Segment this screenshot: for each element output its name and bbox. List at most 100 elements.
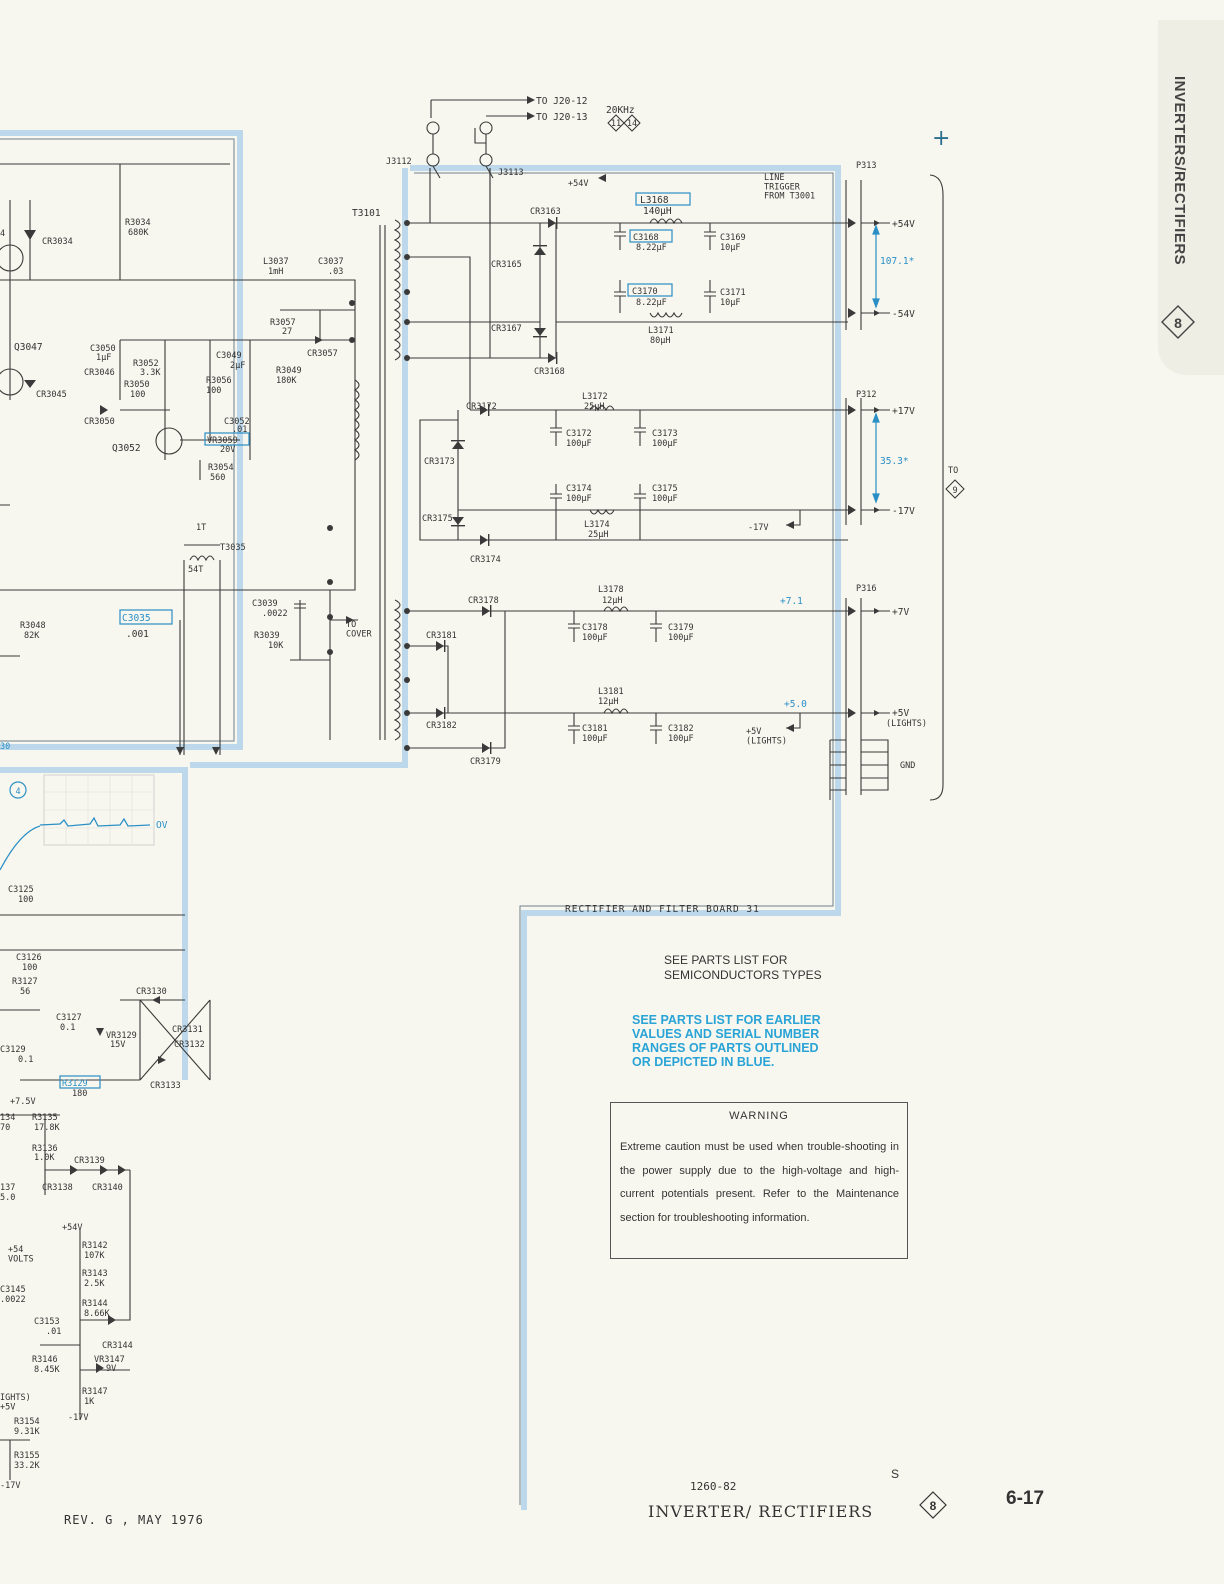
cr3133-label: CR3133	[150, 1081, 181, 1091]
c3173-value: 100μF	[652, 439, 678, 449]
r3142-label: R3142	[82, 1241, 108, 1251]
r3135-value: 17.8K	[34, 1123, 60, 1133]
parts-list-note: SEE PARTS LIST FOR SEMICONDUCTORS TYPES	[664, 953, 822, 982]
board-name: RECTIFIER AND FILTER BOARD 31	[565, 904, 760, 915]
freq-label: 20KHz	[606, 105, 635, 116]
transistors	[0, 244, 183, 455]
r3034-label: R3034	[125, 218, 151, 228]
c3178-label: C3178	[582, 623, 608, 633]
c3037-value: .03	[328, 267, 343, 277]
r3146-label: R3146	[32, 1355, 58, 1365]
c3181-value: 100μF	[582, 734, 608, 744]
r3147-label: R3147	[82, 1387, 108, 1397]
r3143-label: R3143	[82, 1269, 108, 1279]
vr3147-value: 9V	[106, 1364, 116, 1374]
l3178-value: 12μH	[602, 596, 622, 606]
r3137-value: 5.0	[0, 1193, 15, 1203]
r3050-value: 100	[130, 390, 145, 400]
top-badges: 11 14 9 8	[607, 114, 965, 1519]
c3153-value: .01	[46, 1327, 61, 1337]
c3171-label: C3171	[720, 288, 746, 298]
cr3179-label: CR3179	[470, 757, 501, 767]
c3174-label: C3174	[566, 484, 592, 494]
r3039-value: 10K	[268, 641, 284, 651]
c3037-label: C3037	[318, 257, 344, 267]
c3172-value: 100μF	[566, 439, 592, 449]
l3172-value: 25μH	[584, 402, 604, 412]
v54-measured: 107.1*	[880, 256, 914, 267]
t3035-primary: 1T	[196, 523, 206, 533]
cr3165-label: CR3165	[491, 260, 522, 270]
plus54-internal: +54V	[568, 179, 588, 189]
c3175-value: 100μF	[652, 494, 678, 504]
r3137-label: 137	[0, 1183, 15, 1193]
measurement-arrows	[872, 224, 880, 504]
to-j20-13: TO J20-13	[536, 112, 587, 123]
c3170-value: 8.22μF	[636, 298, 667, 308]
labels: TO J20-12 TO J20-13 20KHz J3112 J3113 T3…	[0, 96, 958, 1491]
num-30: 30	[0, 742, 10, 752]
j3113-label: J3113	[498, 168, 524, 178]
r3129-value: 180	[72, 1089, 87, 1099]
warning-box: WARNING Extreme caution must be used whe…	[610, 1102, 908, 1259]
cr3034-label: CR3034	[42, 237, 73, 247]
r3039-label: R3039	[254, 631, 280, 641]
r3057-label: R3057	[270, 318, 296, 328]
c3179-label: C3179	[668, 623, 694, 633]
cr3175-label: CR3175	[422, 514, 453, 524]
q3047-label: Q3047	[14, 342, 43, 353]
r3146-value: 8.45K	[34, 1365, 60, 1375]
cr3173-label: CR3173	[424, 457, 455, 467]
c3145-value: .0022	[0, 1295, 26, 1305]
c3126-value: 100	[22, 963, 37, 973]
cr3131-label: CR3131	[172, 1025, 203, 1035]
cr3045-label: CR3045	[36, 390, 67, 400]
c3145-label: C3145	[0, 1285, 26, 1295]
t3035-turns: 54T	[188, 565, 203, 575]
c3182-label: C3182	[668, 724, 694, 734]
c3168-value: 8.22μF	[636, 243, 667, 253]
c3039-label: C3039	[252, 599, 278, 609]
footer-title: INVERTER/ RECTIFIERS	[648, 1502, 874, 1521]
c3169-value: 10μF	[720, 243, 740, 253]
r3144-label: R3144	[82, 1299, 108, 1309]
minus17b-label: -17V	[68, 1413, 88, 1423]
vr3059-value: 20V	[220, 445, 235, 455]
c3035-value: .001	[126, 629, 149, 640]
cr3138-label: CR3138	[42, 1183, 73, 1193]
cr3167-label: CR3167	[491, 324, 522, 334]
c3050-value: 1μF	[96, 353, 111, 363]
minus54-label: -54V	[892, 309, 915, 320]
c3173-label: C3173	[652, 429, 678, 439]
c3125-label: C3125	[8, 885, 34, 895]
v17-measured: 35.3*	[880, 456, 909, 467]
cr3139-label: CR3139	[74, 1156, 105, 1166]
r3154-value: 9.31K	[14, 1427, 40, 1437]
c3168-label: C3168	[633, 233, 659, 243]
c3049-value: 2μF	[230, 361, 245, 371]
c3049-label: C3049	[216, 351, 242, 361]
footer-model: 1260-82	[690, 1480, 737, 1493]
scope-trace: 4 OV	[0, 774, 168, 871]
blue-outlined-parts	[59, 192, 691, 1089]
wiring	[0, 99, 944, 1480]
cr3046-label: CR3046	[84, 368, 115, 378]
r3049-value: 180K	[276, 376, 297, 386]
minus17-return: -17V	[748, 523, 768, 533]
l3172-label: L3172	[582, 392, 608, 402]
footer-badge: 8	[930, 1499, 937, 1513]
c3129-value: 0.1	[18, 1055, 33, 1065]
c3052-value: .01	[232, 425, 247, 435]
plus17-label: +17V	[892, 406, 915, 417]
p313-label: P313	[856, 161, 876, 171]
p316-label: P316	[856, 584, 876, 594]
c3171-value: 10μF	[720, 298, 740, 308]
p312-label: P312	[856, 390, 876, 400]
cr3172-label: CR3172	[466, 402, 497, 412]
l3168-label: L3168	[640, 195, 669, 206]
footer-mark: S	[891, 1467, 900, 1481]
c3181-label: C3181	[582, 724, 608, 734]
gnd-label: GND	[900, 761, 915, 771]
